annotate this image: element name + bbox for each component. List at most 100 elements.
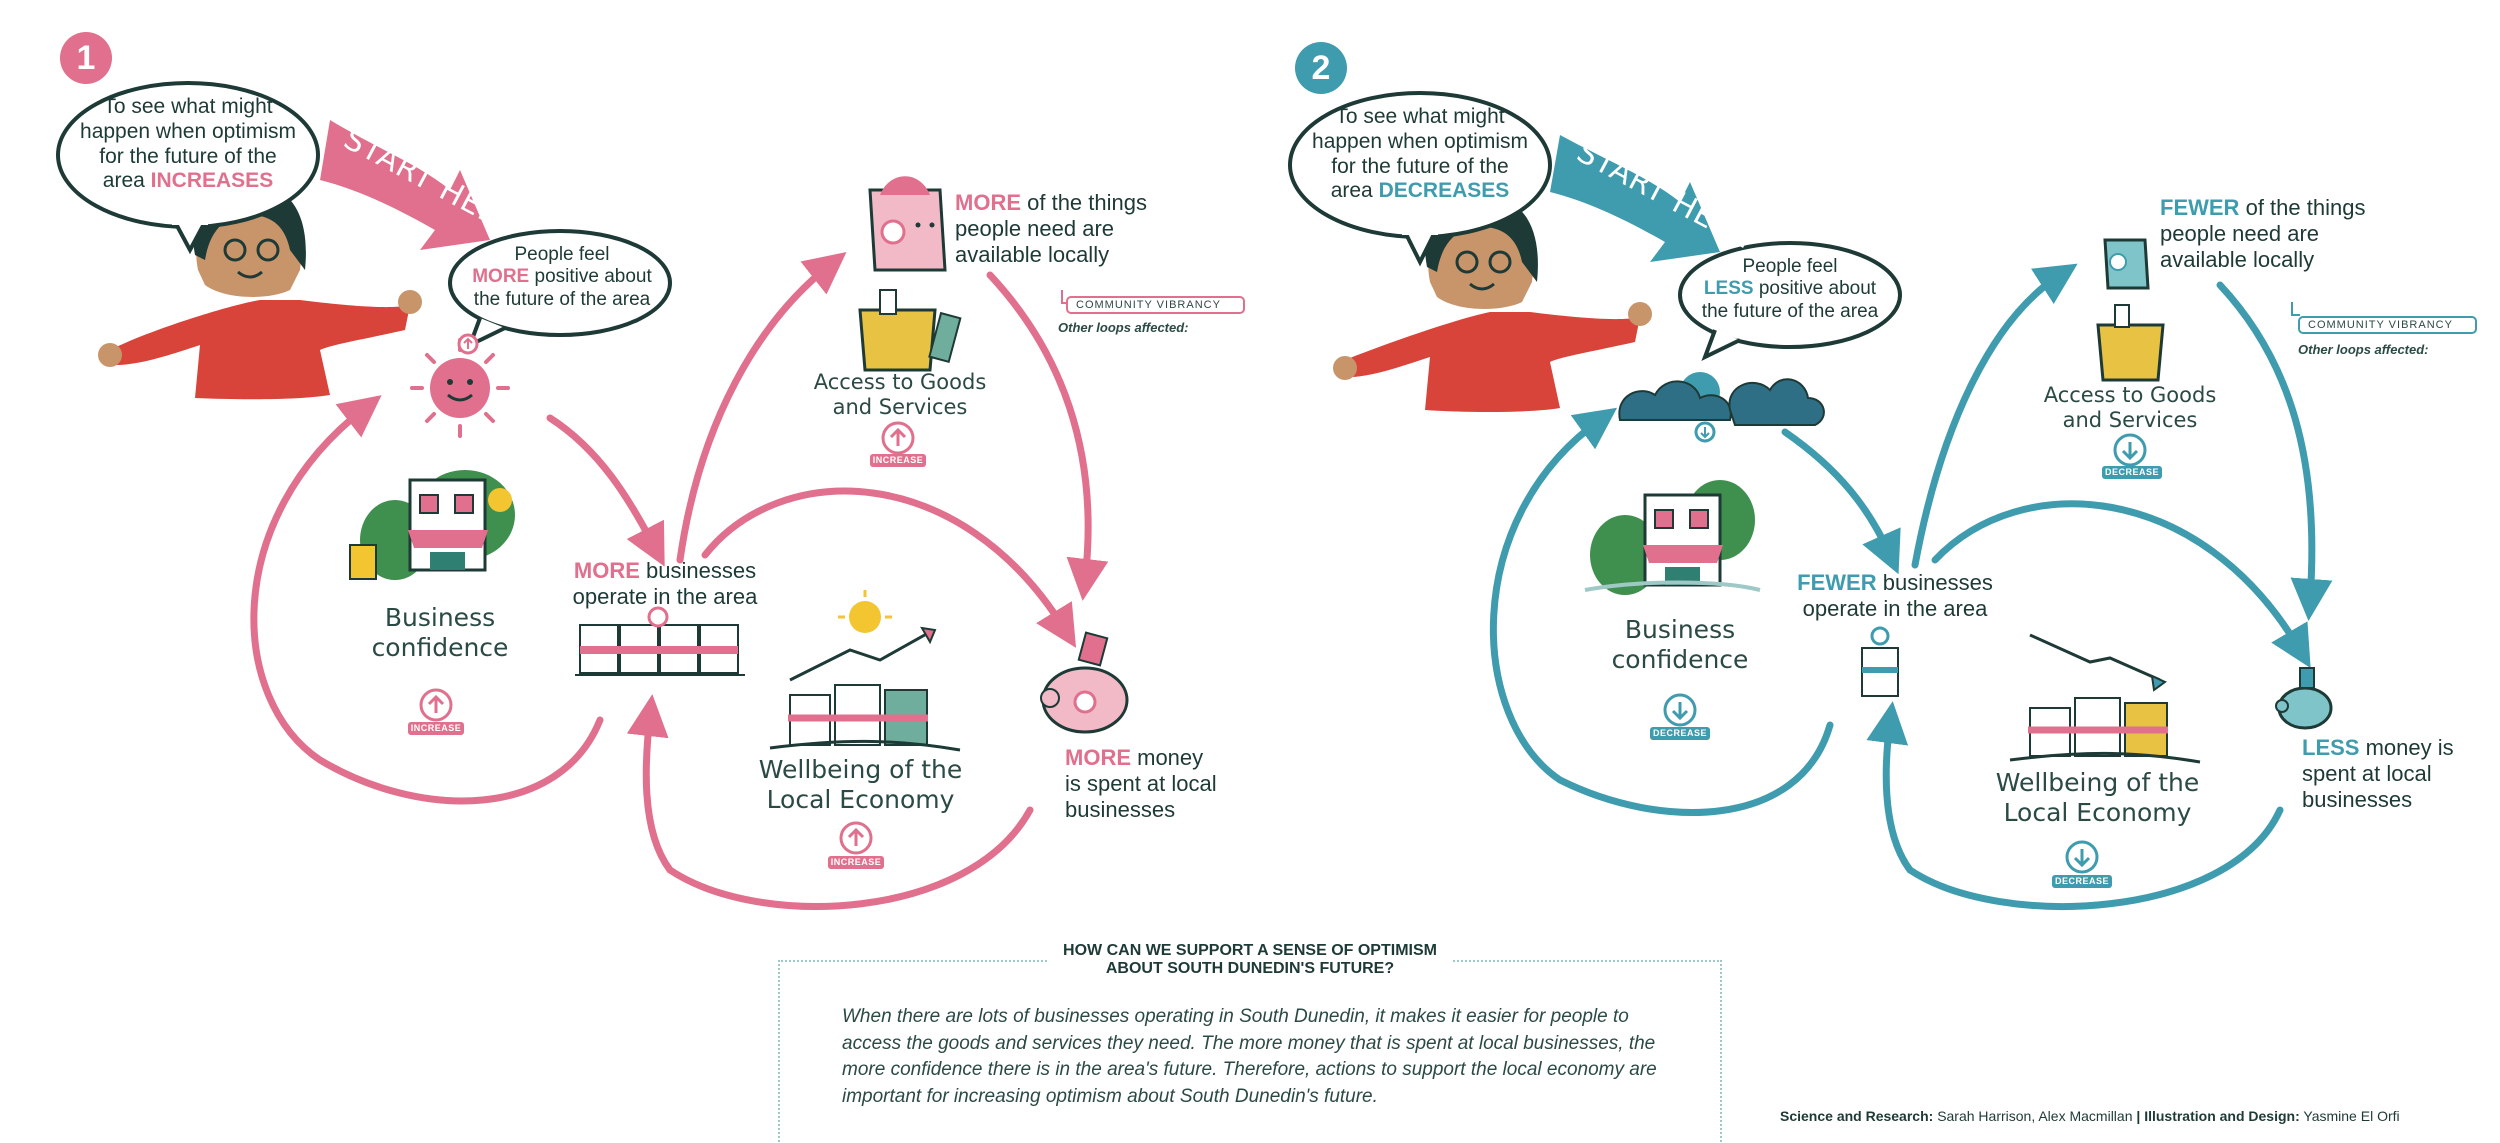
arrow-businesses-to-money <box>701 487 1077 648</box>
grocery-bag-icon <box>858 289 962 372</box>
badge-access-2: DECREASE <box>2104 467 2159 477</box>
bc2-line1: Business <box>1624 615 1736 644</box>
wb1-line1: Wellbeing of the <box>758 755 963 784</box>
arrow-businesses-to-access <box>676 252 847 564</box>
arrow2-business-to-optimism <box>1489 407 1834 816</box>
things-em-2: FEWER <box>2160 195 2240 220</box>
panel1-loops <box>250 252 1109 910</box>
things-em-1: MORE <box>955 190 1021 215</box>
speech2-emphasis: DECREASES <box>1378 179 1510 203</box>
shopping-bag-icon <box>868 176 947 272</box>
money-t2-1: is spent at local <box>1065 770 1217 796</box>
credits: Science and Research: Sarah Harrison, Al… <box>1780 1108 2400 1124</box>
access-goods-label-1: Access to Goods and Services <box>795 370 1005 420</box>
business-confidence-label-1: Business confidence <box>355 603 525 662</box>
people-feel-text-1: People feel MORE positive about the futu… <box>462 244 662 311</box>
businesses-text-2: FEWER businesses operate in the area <box>1790 570 2000 622</box>
piggy-bank-icon-1 <box>1040 631 1129 734</box>
storefront-row-icon <box>575 606 745 676</box>
credits-separator: | <box>2132 1108 2145 1124</box>
grocery-bag-icon-2 <box>2096 304 2165 382</box>
things-text-1: of the things people need are available … <box>955 190 1147 267</box>
money-text-2: LESS money is spent at local businesses <box>2302 735 2472 813</box>
other-loops-label-1: Other loops affected: <box>1058 320 1189 335</box>
panel2-loops <box>1489 263 2333 910</box>
people-feel-pre-1: People feel <box>514 244 610 265</box>
badge-access-1: INCREASE <box>872 455 924 465</box>
money-t1-2: money is <box>2365 735 2454 760</box>
speech2-line1: To see what might <box>1335 105 1505 128</box>
wb2-line2: Local Economy <box>2003 797 2192 827</box>
piggy-bank-icon-2 <box>2275 667 2333 730</box>
start-here-arrow-1 <box>320 120 490 250</box>
businesses-text-1: MORE businesses operate in the area <box>555 558 775 610</box>
money-t3-1: businesses <box>1065 796 1176 822</box>
badges-panel2 <box>1650 433 2162 888</box>
speech1-line4: area <box>102 169 145 193</box>
money-em-2: LESS <box>2302 735 2360 760</box>
summary-title-line1: HOW CAN WE SUPPORT A SENSE OF OPTIMISM <box>1063 942 1437 959</box>
arrow-optimism-to-businesses <box>546 414 665 567</box>
arrow2-businesses-to-money <box>1931 500 2311 669</box>
wb1-line2: Local Economy <box>766 784 955 814</box>
arrow2-optimism-to-businesses <box>1781 428 1901 575</box>
people-feel-post-1: positive about the future of the area <box>473 266 652 310</box>
businesses-t2-2: operate in the area <box>1802 595 1988 621</box>
badge-confidence-2: DECREASE <box>1652 728 1707 738</box>
people-feel-bubble-2 <box>1678 241 1902 349</box>
shop-illustration-2 <box>1584 480 1761 595</box>
single-storefront-icon <box>1861 626 1899 697</box>
wellbeing-label-2: Wellbeing of the Local Economy <box>1985 768 2210 827</box>
arrow2-money-to-businesses <box>1866 701 2284 910</box>
credits-design-label: Illustration and Design: <box>2144 1108 2300 1124</box>
bc1-line1: Business <box>384 603 496 632</box>
wb2-line1: Wellbeing of the <box>1995 768 2200 797</box>
people-feel-pre-2: People feel <box>1742 256 1838 277</box>
arrow-access-to-money <box>986 271 1109 601</box>
businesses-em-2: FEWER <box>1797 570 1877 595</box>
wellbeing-illustration-2 <box>2009 633 2201 764</box>
cloudy-sun-icon <box>1618 372 1825 443</box>
speech1-emphasis: INCREASES <box>150 169 274 193</box>
wellbeing-label-1: Wellbeing of the Local Economy <box>748 755 973 814</box>
credits-science-label: Science and Research: <box>1780 1108 1934 1124</box>
people-feel-bubble-1 <box>448 229 672 337</box>
money-t3-2: businesses <box>2302 786 2413 812</box>
summary-title: HOW CAN WE SUPPORT A SENSE OF OPTIMISM A… <box>780 942 1720 978</box>
speech1-line1: To see what might <box>103 95 273 118</box>
things-available-text-2: FEWER of the things people need are avai… <box>2160 195 2375 273</box>
credits-design-names: Yasmine El Orfi <box>2303 1108 2400 1124</box>
people-feel-post-2: positive about the future of the area <box>1701 278 1879 322</box>
people-feel-em-2: LESS <box>1703 278 1754 300</box>
businesses-t1-2: businesses <box>1882 570 1993 595</box>
money-t2-2: spent at local <box>2302 760 2432 786</box>
businesses-t2-1: operate in the area <box>572 583 758 609</box>
panel2-number: 2 <box>1295 42 1347 94</box>
badges-panel1 <box>408 421 926 869</box>
bc1-line2: confidence <box>371 632 509 662</box>
panel1-number: 1 <box>60 32 112 84</box>
speech1-line3: for the future of the <box>99 144 277 168</box>
summary-title-line2: ABOUT SOUTH DUNEDIN'S FUTURE? <box>1105 960 1395 977</box>
community-vibrancy-tag-2: COMMUNITY VIBRANCY <box>2298 316 2477 334</box>
things-text-2: of the things people need are available … <box>2160 195 2366 272</box>
access1-line1: Access to Goods <box>813 370 987 394</box>
shopping-bag-icon-2 <box>2103 238 2150 290</box>
money-t1-1: money <box>1137 745 1204 770</box>
access2-line1: Access to Goods <box>2043 383 2217 407</box>
businesses-em-1: MORE <box>573 558 640 583</box>
people-feel-text-2: People feel LESS positive about the futu… <box>1690 256 1890 323</box>
speech1-line2: happen when optimism <box>80 119 296 143</box>
badge-confidence-1: INCREASE <box>410 723 462 733</box>
summary-box: HOW CAN WE SUPPORT A SENSE OF OPTIMISM A… <box>778 942 1722 1142</box>
speech2-line2: happen when optimism <box>1312 129 1528 153</box>
arrow2-businesses-to-access <box>1911 263 2078 569</box>
summary-body: When there are lots of businesses operat… <box>842 1006 1657 1107</box>
businesses-t1-1: businesses <box>646 558 757 583</box>
arrow2-access-to-money <box>2216 281 2333 621</box>
badge-wellbeing-1: INCREASE <box>830 857 882 867</box>
money-text-1: MORE money is spent at local businesses <box>1065 745 1255 823</box>
badge-wellbeing-2: DECREASE <box>2054 876 2109 886</box>
other-loops-label-2: Other loops affected: <box>2298 342 2429 357</box>
